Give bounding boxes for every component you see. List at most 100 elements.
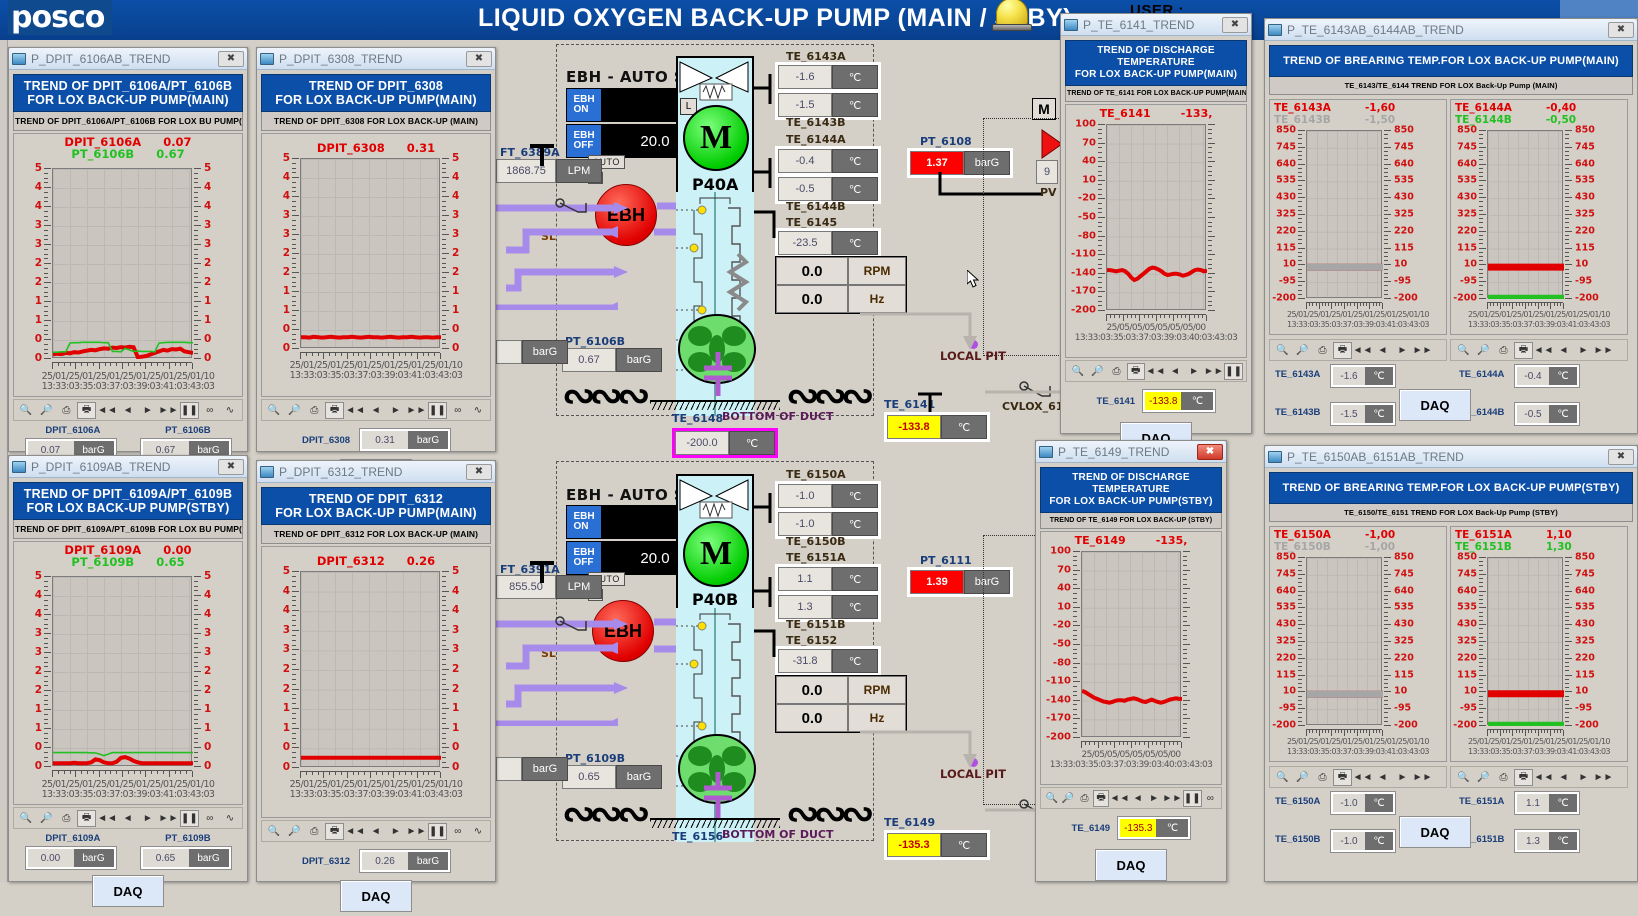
zoom-in-icon[interactable]: 🔍 (267, 825, 281, 837)
step-back-icon[interactable]: ◄ (1558, 344, 1569, 356)
select-icon[interactable]: ⎙ (62, 404, 71, 416)
chart-toolbar-right[interactable]: 🔍 🔎 ⎙ 🖶 ◄◄ ◄ ► ►► (1450, 766, 1628, 788)
zoom-out-icon[interactable]: 🔎 (1061, 792, 1075, 804)
window-dpit-6109ab[interactable]: P_DPIT_6109AB_TREND ✖ TREND OF DPIT_6109… (8, 455, 248, 907)
fast-forward-icon[interactable]: ►► (1593, 344, 1614, 356)
binoculars-icon[interactable]: ∞ (454, 825, 462, 837)
print-icon[interactable]: 🖶 (1514, 341, 1533, 359)
zoom-in-icon[interactable]: 🔍 (1276, 344, 1289, 356)
titlebar-dpit-6312[interactable]: P_DPIT_6312_TREND ✖ (257, 461, 495, 483)
pause-icon[interactable]: ❚❚ (1182, 789, 1202, 807)
local-button-main[interactable]: L (680, 98, 697, 115)
zoom-out-icon[interactable]: 🔎 (287, 404, 301, 416)
titlebar-te-6149[interactable]: P_TE_6149_TREND ✖ (1036, 441, 1226, 463)
rewind-icon[interactable]: ◄◄ (1145, 365, 1166, 377)
play-icon[interactable]: ► (390, 825, 401, 837)
step-back-icon[interactable]: ◄ (370, 825, 381, 837)
select-icon[interactable]: ⎙ (1499, 344, 1508, 356)
print-icon[interactable]: 🖶 (77, 809, 96, 827)
print-icon[interactable]: 🖶 (325, 401, 344, 419)
rewind-icon[interactable]: ◄◄ (97, 404, 118, 416)
close-icon[interactable]: ✖ (1608, 448, 1634, 465)
titlebar-te-6141[interactable]: P_TE_6141_TREND ✖ (1061, 14, 1251, 36)
m-valve-button-main[interactable]: M (1032, 98, 1056, 120)
play-icon[interactable]: ► (1149, 792, 1160, 804)
zoom-out-icon[interactable]: 🔎 (1091, 365, 1104, 377)
zoom-out-icon[interactable]: 🔎 (287, 825, 301, 837)
select-icon[interactable]: ⎙ (1318, 771, 1327, 783)
play-icon[interactable]: ► (1397, 771, 1408, 783)
print-icon[interactable]: 🖶 (1333, 768, 1352, 786)
fast-forward-icon[interactable]: ►► (1412, 344, 1433, 356)
isolation-valve-main[interactable] (552, 190, 598, 216)
close-icon[interactable]: ✖ (466, 50, 492, 67)
close-icon[interactable]: ✖ (466, 463, 492, 480)
window-te-6143ab-6144ab[interactable]: P_TE_6143AB_6144AB_TREND ✖ TREND OF BREA… (1264, 18, 1638, 434)
play-icon[interactable]: ► (390, 404, 401, 416)
pause-icon[interactable]: ❚❚ (427, 822, 447, 840)
chart-toolbar[interactable]: 🔍 🔎 ⎙ 🖶 ◄◄ ◄ ► ►► ❚❚ ∞ ∿ (261, 399, 491, 421)
select-icon[interactable]: ⎙ (62, 812, 71, 824)
daq-button[interactable]: DAQ (1399, 816, 1471, 848)
rewind-icon[interactable]: ◄◄ (1533, 771, 1554, 783)
close-icon[interactable]: ✖ (218, 50, 244, 67)
window-te-6149[interactable]: P_TE_6149_TREND ✖ TREND OF DISCHARGE TEM… (1035, 440, 1227, 882)
chart-toolbar[interactable]: 🔍 🔎 ⎙ 🖶 ◄◄ ◄ ► ►► ❚❚ ∞ ∿ (13, 807, 243, 829)
print-icon[interactable]: 🖶 (325, 822, 344, 840)
zoom-in-icon[interactable]: 🔍 (1457, 771, 1470, 783)
waveform-icon[interactable]: ∿ (225, 812, 235, 824)
step-back-icon[interactable]: ◄ (370, 404, 381, 416)
play-icon[interactable]: ► (1578, 771, 1589, 783)
binoculars-icon[interactable]: ∞ (206, 404, 214, 416)
chart-toolbar[interactable]: 🔍 🔎 ⎙ 🖶 ◄◄ ◄ ► ►► ❚❚ ∞ ∿ (261, 820, 491, 842)
step-back-icon[interactable]: ◄ (122, 812, 133, 824)
rewind-icon[interactable]: ◄◄ (1352, 344, 1373, 356)
titlebar-dpit-6106ab[interactable]: P_DPIT_6106AB_TREND ✖ (9, 48, 247, 70)
close-icon[interactable]: ✖ (1608, 21, 1634, 38)
play-icon[interactable]: ► (1189, 365, 1200, 377)
zoom-out-icon[interactable]: 🔎 (1477, 771, 1490, 783)
close-icon[interactable]: ✖ (1197, 443, 1223, 460)
zoom-in-icon[interactable]: 🔍 (267, 404, 281, 416)
chart-toolbar[interactable]: 🔍 🔎 ⎙ 🖶 ◄◄ ◄ ► ►► ❚❚ (1065, 360, 1247, 382)
zoom-in-icon[interactable]: 🔍 (19, 812, 33, 824)
step-back-icon[interactable]: ◄ (1169, 365, 1180, 377)
pause-icon[interactable]: ❚❚ (427, 401, 447, 419)
daq-button[interactable]: DAQ (1399, 389, 1471, 421)
fast-forward-icon[interactable]: ►► (158, 812, 179, 824)
daq-button[interactable]: DAQ (1095, 849, 1167, 881)
zoom-in-icon[interactable]: 🔍 (1457, 344, 1470, 356)
control-valve-main[interactable] (1040, 128, 1066, 164)
zoom-in-icon[interactable]: 🔍 (1071, 365, 1085, 377)
chart-toolbar[interactable]: 🔍 🔎 ⎙ 🖶 ◄◄ ◄ ► ►► ❚❚ ∞ ∿ (13, 399, 243, 421)
motor-main[interactable]: M (683, 105, 749, 171)
titlebar-dpit-6308[interactable]: P_DPIT_6308_TREND ✖ (257, 48, 495, 70)
waveform-icon[interactable]: ∿ (473, 825, 483, 837)
fast-forward-icon[interactable]: ►► (406, 404, 427, 416)
zoom-out-icon[interactable]: 🔎 (1477, 344, 1490, 356)
window-dpit-6106ab[interactable]: P_DPIT_6106AB_TREND ✖ TREND OF DPIT_6106… (8, 47, 248, 499)
select-icon[interactable]: ⎙ (310, 404, 319, 416)
close-icon[interactable]: ✖ (1222, 16, 1248, 33)
rewind-icon[interactable]: ◄◄ (345, 404, 366, 416)
print-icon[interactable]: 🖶 (1333, 341, 1352, 359)
pause-icon[interactable]: ❚❚ (179, 809, 199, 827)
vertical-scrollbar[interactable] (0, 40, 8, 882)
print-icon[interactable]: 🖶 (1126, 362, 1145, 380)
waveform-icon[interactable]: ∿ (225, 404, 235, 416)
chart-toolbar-left[interactable]: 🔍 🔎 ⎙ 🖶 ◄◄ ◄ ► ►► (1269, 339, 1447, 361)
print-icon[interactable]: 🖶 (77, 401, 96, 419)
daq-button[interactable]: DAQ (92, 875, 164, 907)
binoculars-icon[interactable]: ∞ (1206, 792, 1214, 804)
play-icon[interactable]: ► (1397, 344, 1408, 356)
titlebar-dpit-6109ab[interactable]: P_DPIT_6109AB_TREND ✖ (9, 456, 247, 478)
zoom-out-icon[interactable]: 🔎 (39, 404, 53, 416)
rewind-icon[interactable]: ◄◄ (97, 812, 118, 824)
rewind-icon[interactable]: ◄◄ (345, 825, 366, 837)
rewind-icon[interactable]: ◄◄ (1109, 792, 1130, 804)
fast-forward-icon[interactable]: ►► (1162, 792, 1183, 804)
ebh-heater-stby[interactable]: EBH (592, 600, 654, 662)
play-icon[interactable]: ► (142, 404, 153, 416)
print-icon[interactable]: 🖶 (1514, 768, 1533, 786)
chart-toolbar[interactable]: 🔍 🔎 ⎙ 🖶 ◄◄ ◄ ► ►► ❚❚ ∞ (1040, 787, 1222, 809)
